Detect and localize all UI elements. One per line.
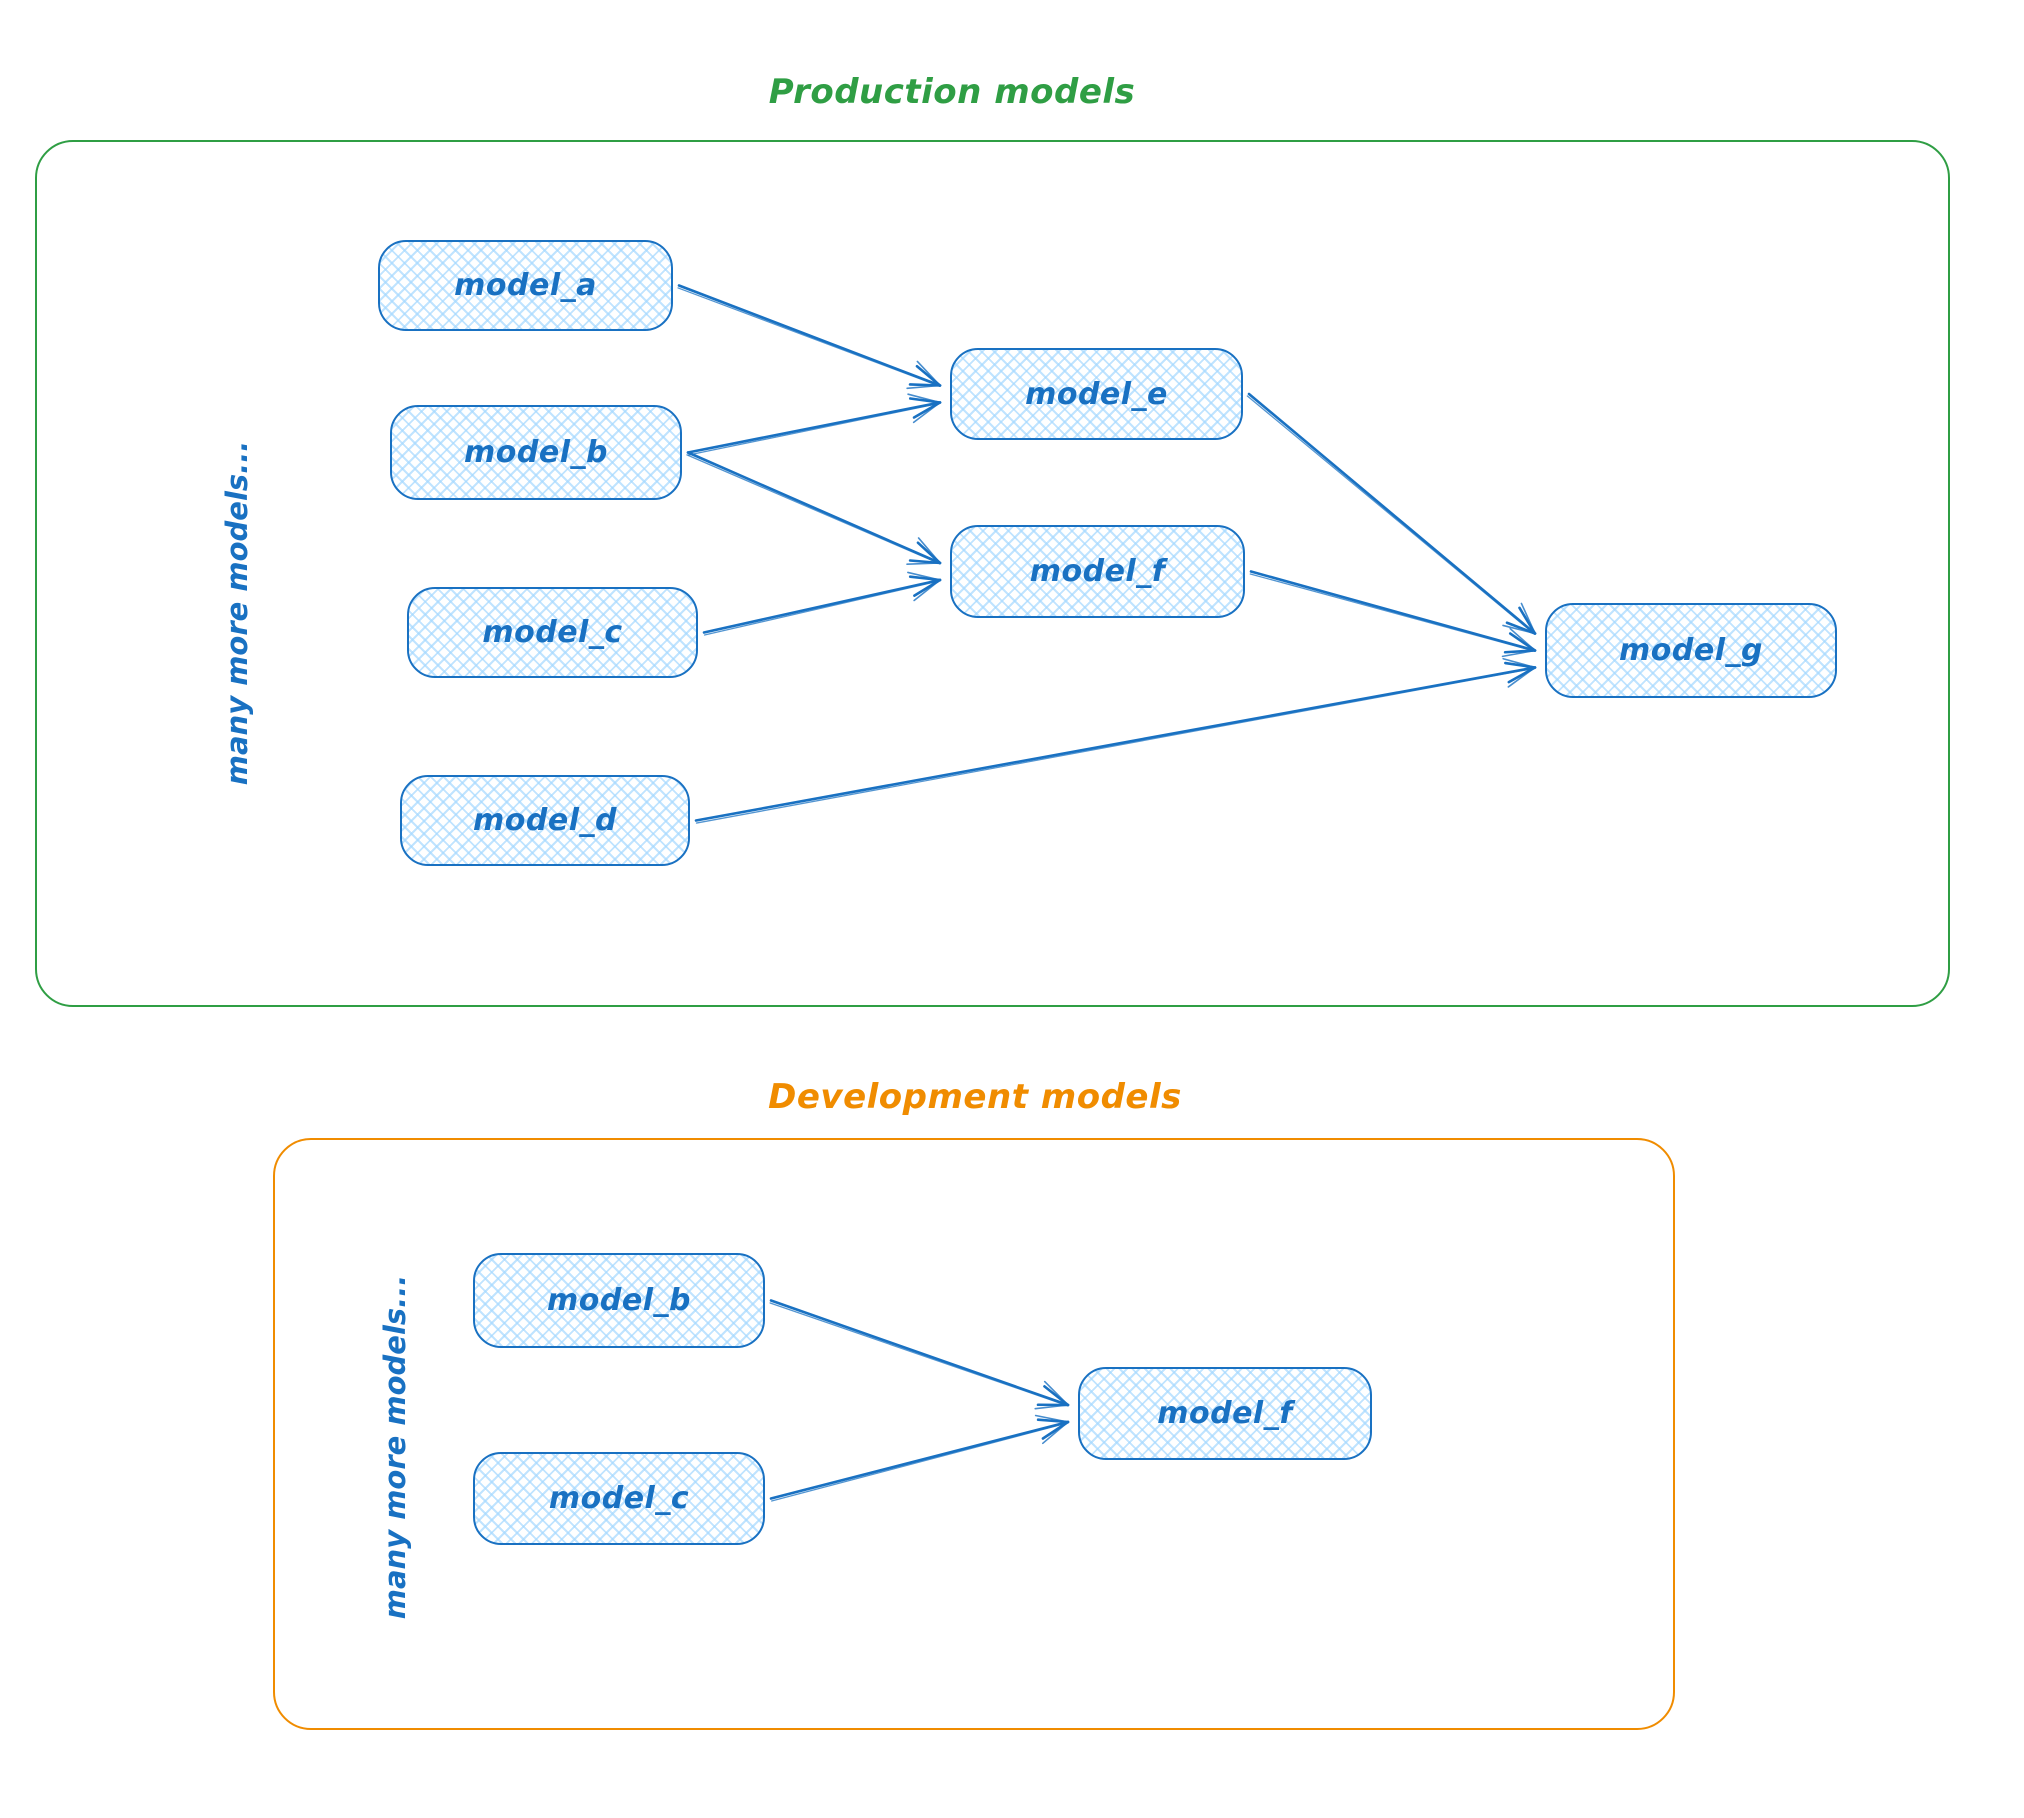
node-prod_model_e: model_e — [950, 348, 1243, 440]
node-label-dev_model_f: model_f — [1157, 1396, 1293, 1431]
development-section-title: Development models — [768, 1077, 1182, 1117]
node-dev_model_f: model_f — [1078, 1367, 1372, 1460]
development-frame — [273, 1138, 1675, 1730]
node-label-prod_model_e: model_e — [1025, 376, 1168, 412]
node-prod_model_d: model_d — [400, 775, 690, 866]
node-dev_model_b: model_b — [473, 1253, 765, 1348]
node-dev_model_c: model_c — [473, 1452, 765, 1545]
production-section-title: Production models — [768, 72, 1136, 112]
node-label-dev_model_b: model_b — [547, 1283, 691, 1318]
node-label-prod_model_d: model_d — [473, 803, 617, 838]
node-label-dev_model_c: model_c — [548, 1481, 690, 1516]
node-prod_model_f: model_f — [950, 525, 1245, 618]
node-label-prod_model_b: model_b — [464, 435, 608, 470]
node-label-prod_model_a: model_a — [454, 268, 597, 303]
node-label-prod_model_c: model_c — [482, 615, 623, 650]
node-prod_model_b: model_b — [390, 405, 682, 500]
node-prod_model_g: model_g — [1545, 603, 1837, 698]
production-side-label: many more models... — [220, 440, 254, 786]
production-frame — [35, 140, 1950, 1007]
node-prod_model_a: model_a — [378, 240, 673, 331]
node-prod_model_c: model_c — [407, 587, 698, 678]
development-side-label: many more models... — [378, 1274, 412, 1620]
node-label-prod_model_g: model_g — [1619, 633, 1763, 668]
node-label-prod_model_f: model_f — [1029, 554, 1166, 589]
